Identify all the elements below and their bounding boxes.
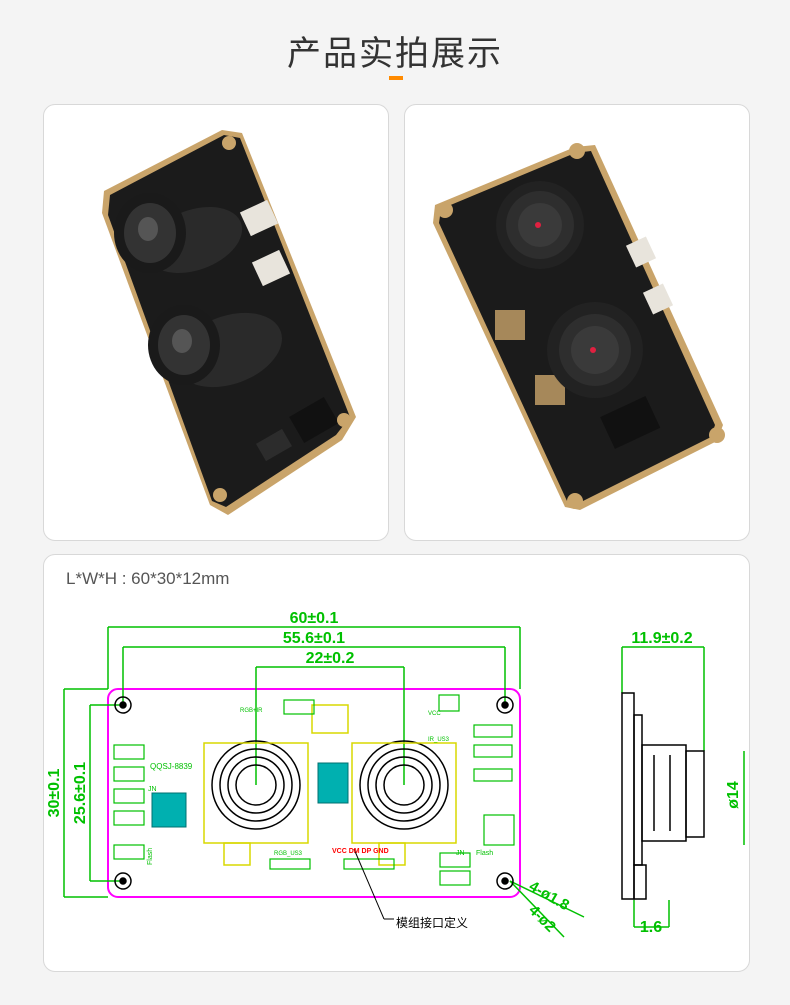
dim-board-thickness: 1.6 [640, 919, 662, 936]
label-vcc: VCC [428, 711, 441, 717]
dim-lens-spacing: 22±0.2 [306, 650, 355, 667]
board-label: QQSJ-8839 [150, 762, 193, 771]
dim-thickness: 11.9±0.2 [631, 630, 692, 647]
connector-note: 模组接口定义 [396, 915, 468, 930]
dim-hole-spacing-x: 55.6±0.1 [283, 630, 345, 647]
product-photo-1 [43, 104, 389, 541]
dim-lens-diameter: ø14 [725, 781, 742, 809]
label-jn-left: JN [148, 786, 157, 793]
label-rgb-ir: RGB+IR [240, 708, 263, 714]
product-photo-2 [404, 104, 750, 541]
label-jn-right: JN [456, 850, 465, 857]
dim-overall-width: 60±0.1 [290, 610, 339, 627]
dim-hole-spacing-y: 25.6±0.1 [72, 762, 89, 824]
label-flash-right: Flash [476, 850, 493, 857]
dimension-drawing-card: L*W*H : 60*30*12mm [43, 554, 750, 972]
camera-module-side-photo [102, 130, 356, 515]
label-ir: IR_US3 [428, 737, 450, 743]
pin-labels: VCC DM DP GND [332, 848, 389, 855]
spec-text: L*W*H : 60*30*12mm [66, 569, 230, 588]
title-underline [389, 76, 403, 80]
dim-overall-height: 30±0.1 [46, 768, 63, 817]
page-title: 产品实拍展示 [287, 34, 503, 74]
board-outline [107, 688, 521, 898]
dimension-drawing: 60±0.1 55.6±0.1 22±0.2 30±0.1 25.6±0.1 1… [46, 610, 745, 938]
label-flash-left: Flash [147, 848, 154, 865]
label-rgb: RGB_US3 [274, 851, 303, 857]
camera-module-front-photo [433, 143, 725, 510]
side-view [621, 692, 705, 900]
